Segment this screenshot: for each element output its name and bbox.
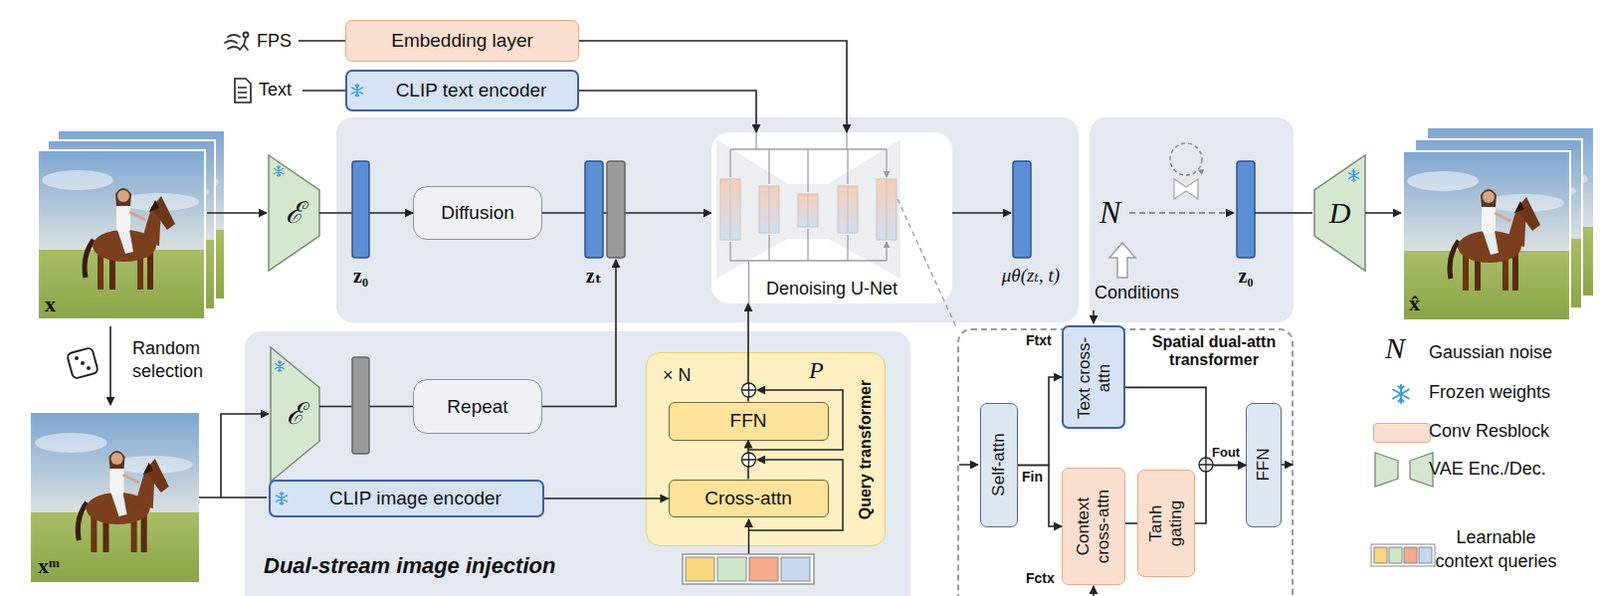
attention-box: Context cross-attn (1061, 467, 1126, 586)
legend-swatch (1373, 422, 1431, 443)
trapezoid-outline (270, 347, 320, 482)
node-label: ℰ (285, 196, 304, 231)
latent-bars (352, 161, 1255, 454)
context-queries (682, 554, 814, 585)
attention-box: Text cross-attn (1061, 325, 1126, 429)
connector-arrow (1125, 387, 1246, 465)
legend-symbol: N (1385, 331, 1405, 367)
ffn-box: FFN (668, 401, 829, 441)
node-label: Query transformer (856, 380, 875, 521)
conditional-frame (30, 412, 200, 583)
noise-symbol: N (1099, 194, 1121, 231)
document-icon (234, 78, 251, 103)
process-box: Diffusion (412, 186, 543, 240)
selection-arrow (109, 326, 112, 405)
sampling-panel (1089, 117, 1294, 323)
trapezoid-outline (1314, 155, 1366, 271)
vae-decoder: D (1314, 155, 1366, 271)
feature-name: Fin (1021, 468, 1043, 485)
node-label: Spatial dual-attn transformer (1139, 333, 1289, 371)
connector-arrow (579, 90, 757, 133)
legend-text: VAE Enc./Dec. (1428, 458, 1547, 480)
legend-text: Learnable context queries (1428, 525, 1564, 575)
node-label: CLIP text encoder (396, 79, 548, 102)
variable-name: xᵐ (37, 553, 60, 579)
legend-samples (1371, 452, 1435, 567)
connector-arrow (1017, 377, 1062, 466)
ffn-box: FFN (1245, 402, 1282, 528)
connector-arrow (1125, 522, 1138, 525)
input-name: FPS (256, 30, 292, 52)
fps-icon (224, 32, 249, 51)
node-label: Dual-stream image injection (263, 553, 556, 579)
node-label: Denoising U-Net (711, 278, 953, 300)
node-label: Embedding layer (391, 29, 534, 52)
dice-icon (66, 347, 99, 380)
node-label: Tanh gating (1146, 487, 1186, 560)
node-label: Context cross-attn (1073, 472, 1113, 581)
feature-name: Ftxt (1025, 332, 1052, 349)
zoom-line (897, 199, 958, 330)
flow-arrow (199, 413, 269, 498)
node-label: Self-attn (989, 432, 1009, 496)
node-label: FFN (730, 409, 768, 432)
spatial-wires (959, 310, 1293, 596)
training-panel (336, 117, 1079, 323)
input-name: Text (258, 79, 292, 101)
node-label: Cross-attn (704, 487, 793, 510)
sampling-illustration (1109, 143, 1234, 278)
step-note: Random selection (132, 337, 227, 383)
connector-arrow (1195, 465, 1246, 525)
process-box: Repeat (412, 379, 543, 434)
node-label: Repeat (446, 396, 508, 418)
connector-arrow (542, 211, 712, 214)
variable-name: z₀ (353, 264, 369, 288)
node-label: FFN (1253, 447, 1274, 481)
legend-text: Frozen weights (1428, 382, 1551, 403)
flow-arrow (1254, 211, 1401, 214)
spatial-block: Spatial dual-attn transformerSelf-attn Te… (957, 328, 1294, 596)
node-label: Diffusion (440, 201, 515, 224)
node-label: P (808, 357, 824, 386)
node-label: CLIP image encoder (329, 487, 502, 510)
flow-arrow (542, 259, 616, 407)
frozen-icons (273, 84, 1408, 506)
flow-arrow (952, 211, 1011, 214)
variable-name: μθ(zₜ, t) (1001, 264, 1060, 287)
input-wire (298, 40, 346, 91)
variable-name: x (44, 291, 56, 317)
variable-name: zₜ (586, 264, 602, 288)
output-video-frames (1402, 127, 1595, 321)
trapezoid-outline (268, 155, 320, 271)
connector-arrow (579, 40, 847, 133)
node-label: × N (662, 365, 692, 387)
attention-box: Cross-attn (668, 479, 829, 518)
feature-name: Fout (1211, 445, 1240, 461)
unet-illustration (716, 132, 901, 304)
legend-text: Conv Resblock (1428, 420, 1550, 442)
encoder-box: CLIP text encoder (345, 69, 580, 112)
sum-symbols (742, 383, 1214, 472)
encoder-box: CLIP image encoder (268, 479, 545, 518)
input-video-frames (37, 130, 225, 320)
node-label: ℰ (286, 397, 305, 432)
variable-name: z₀ (1238, 264, 1254, 288)
gating-box: Tanh gating (1137, 469, 1196, 578)
variable-name: x̂ (1408, 290, 1420, 316)
residual-wires (749, 390, 844, 555)
embedding-box: Embedding layer (345, 19, 580, 62)
connector-arrow (544, 497, 669, 500)
node-label: D (1329, 196, 1352, 231)
legend-text: Gaussian noise (1428, 342, 1553, 364)
node-label: Text cross-attn (1074, 332, 1114, 424)
connector-arrow (1017, 465, 1062, 528)
condition-note: Conditions (1094, 282, 1180, 304)
attention-box: Self-attn (980, 402, 1018, 528)
flow-arrow (206, 211, 267, 214)
feature-name: Fctx (1025, 570, 1055, 587)
